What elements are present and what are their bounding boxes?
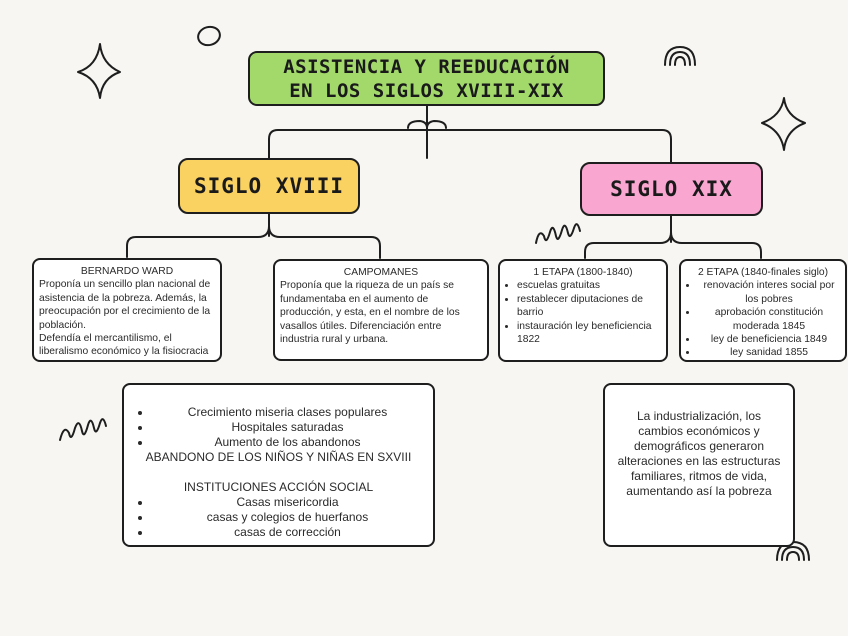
bernardo-ward-heading: BERNARDO WARD xyxy=(80,266,174,277)
xviii-consequences-box: Crecimiento miseria clases populares Hos… xyxy=(122,383,435,547)
squiggle-loop-icon-left xyxy=(59,418,107,441)
list-item: ley sanidad 1855 xyxy=(698,346,840,359)
campomanes-text: Proponía que la riqueza de un país se fu… xyxy=(280,280,460,346)
list-item: instauración ley beneficiencia 1822 xyxy=(517,320,661,347)
etapa-1-heading: 1 ETAPA (1800-1840) xyxy=(533,267,633,278)
main-title-line1: ASISTENCIA Y REEDUCACIÓN xyxy=(283,55,570,78)
rainbow-arc-icon xyxy=(664,46,696,66)
campomanes-heading: CAMPOMANES xyxy=(343,267,419,278)
list-item: escuelas gratuitas xyxy=(517,279,661,292)
abandono-heading: ABANDONO DE LOS NIÑOS Y NIÑAS EN SXVIII xyxy=(145,450,412,464)
list-item: Aumento de los abandonos xyxy=(152,435,423,450)
consequences-list: Crecimiento miseria clases populares Hos… xyxy=(134,405,423,450)
siglo-xix-label: SIGLO XIX xyxy=(610,177,733,201)
instituciones-heading: INSTITUCIONES ACCIÓN SOCIAL xyxy=(183,480,374,494)
list-item: casas y colegios de huerfanos xyxy=(152,510,423,525)
title-to-xviii xyxy=(268,129,428,159)
instituciones-list: Casas misericordia casas y colegios de h… xyxy=(134,495,423,540)
list-item: Hospitales saturadas xyxy=(152,420,423,435)
doodle-circle-icon xyxy=(197,25,221,47)
etapa-1-box: 1 ETAPA (1800-1840) escuelas gratuitas r… xyxy=(498,259,668,362)
bernardo-ward-box: BERNARDO WARD Proponía un sencillo plan … xyxy=(32,258,222,362)
main-title-box: ASISTENCIA Y REEDUCACIÓN EN LOS SIGLOS X… xyxy=(248,51,605,106)
list-item: restablecer diputaciones de barrio xyxy=(517,293,661,320)
title-to-xix xyxy=(426,129,672,163)
main-title-line2: EN LOS SIGLOS XVIII-XIX xyxy=(289,79,564,102)
list-item: Crecimiento miseria clases populares xyxy=(152,405,423,420)
squiggle-loop-icon xyxy=(535,223,581,244)
list-item: renovación interes social por los pobres xyxy=(698,279,840,306)
bernardo-ward-text-2: Defendía el mercantilismo, el liberalism… xyxy=(39,333,209,358)
industrializacion-box: La industrialización, los cambios económ… xyxy=(603,383,795,547)
etapa-2-box: 2 ETAPA (1840-finales siglo) renovación … xyxy=(679,259,847,362)
industrializacion-text: La industrialización, los cambios económ… xyxy=(617,409,781,498)
siglo-xviii-label: SIGLO XVIII xyxy=(193,174,345,198)
xviii-to-children xyxy=(126,213,381,259)
sparkle-star-icon-right xyxy=(761,97,806,151)
campomanes-box: CAMPOMANES Proponía que la riqueza de un… xyxy=(273,259,489,361)
list-item: ley de beneficiencia 1849 xyxy=(698,333,840,346)
list-item: Casas misericordia xyxy=(152,495,423,510)
siglo-xviii-box: SIGLO XVIII xyxy=(178,158,360,214)
etapa-2-heading: 2 ETAPA (1840-finales siglo) xyxy=(697,267,829,278)
list-item: aprobación constitución moderada 1845 xyxy=(698,306,840,333)
xix-to-children xyxy=(584,215,762,259)
list-item: casas de corrección xyxy=(152,525,423,540)
siglo-xix-box: SIGLO XIX xyxy=(580,162,763,216)
title-connector xyxy=(407,105,447,159)
etapa-1-list: escuelas gratuitas restablecer diputacio… xyxy=(505,279,661,346)
sparkle-star-icon xyxy=(77,43,121,99)
bernardo-ward-text-1: Proponía un sencillo plan nacional de as… xyxy=(39,279,211,331)
etapa-2-list: renovación interes social por los pobres… xyxy=(686,279,840,359)
